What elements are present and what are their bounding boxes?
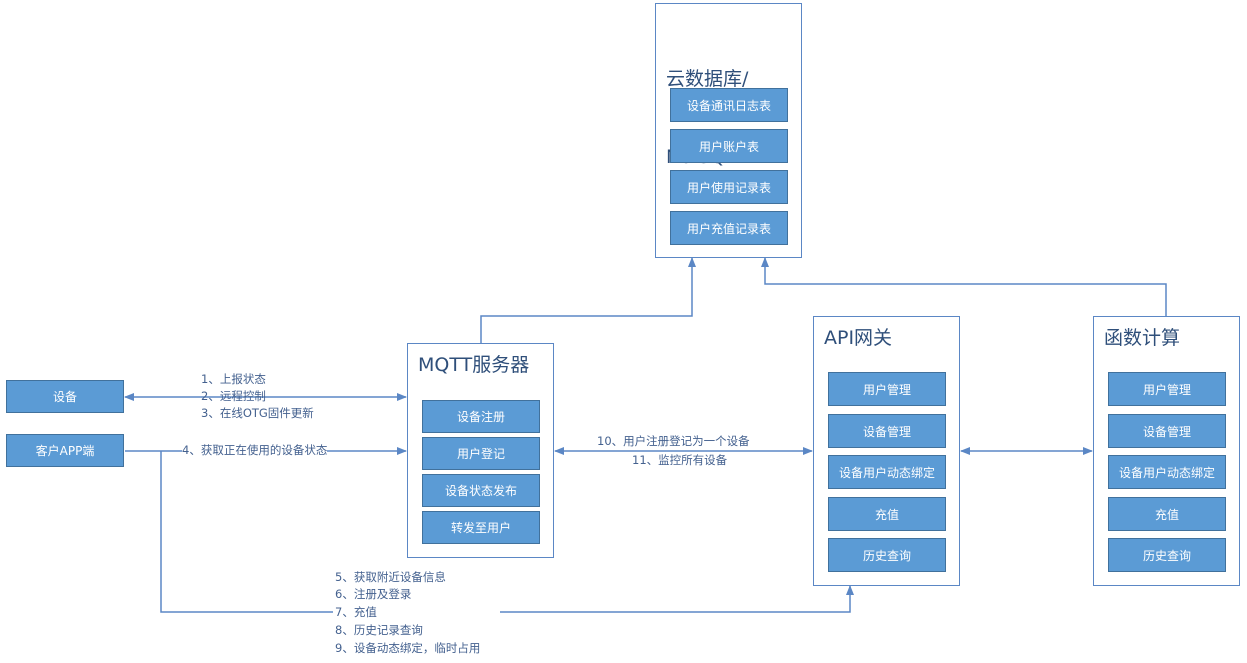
api-user-management[interactable]: 用户管理 — [828, 372, 946, 406]
function-compute-panel: 函数计算 用户管理 设备管理 设备用户动态绑定 充值 历史查询 — [1093, 316, 1240, 586]
label-monitor-devices: 11、监控所有设备 — [632, 453, 728, 467]
api-device-management[interactable]: 设备管理 — [828, 414, 946, 448]
mqtt-forward-to-user[interactable]: 转发至用户 — [422, 511, 540, 544]
label-report-status: 1、上报状态 — [201, 372, 266, 386]
mqtt-panel: MQTT服务器 设备注册 用户登记 设备状态发布 转发至用户 — [407, 343, 554, 558]
label-nearby-devices: 5、获取附近设备信息 — [335, 570, 446, 584]
db-table-usage-record[interactable]: 用户使用记录表 — [670, 170, 788, 204]
api-gateway-title: API网关 — [824, 327, 893, 349]
db-table-user-account[interactable]: 用户账户表 — [670, 129, 788, 163]
api-recharge[interactable]: 充值 — [828, 497, 946, 531]
label-remote-control: 2、远程控制 — [201, 389, 266, 403]
cloud-db-panel: 云数据库/ No SQL 设备通讯日志表 用户账户表 用户使用记录表 用户充值记… — [655, 3, 802, 258]
label-dynamic-binding: 9、设备动态绑定，临时占用 — [335, 641, 481, 655]
app-api-connector-tail — [500, 585, 854, 613]
function-db-connector — [761, 257, 1167, 316]
fc-device-management[interactable]: 设备管理 — [1108, 414, 1226, 448]
fc-device-user-binding[interactable]: 设备用户动态绑定 — [1108, 455, 1226, 489]
fc-user-management[interactable]: 用户管理 — [1108, 372, 1226, 406]
label-get-device-status: 4、获取正在使用的设备状态 — [182, 442, 328, 459]
mqtt-title: MQTT服务器 — [418, 354, 530, 376]
api-history-query[interactable]: 历史查询 — [828, 538, 946, 572]
label-recharge: 7、充值 — [335, 605, 377, 619]
client-app-box[interactable]: 客户APP端 — [6, 434, 124, 467]
app-api-connector — [160, 451, 333, 613]
label-ota-update: 3、在线OTG固件更新 — [201, 406, 314, 420]
fc-history-query[interactable]: 历史查询 — [1108, 538, 1226, 572]
api-gateway-panel: API网关 用户管理 设备管理 设备用户动态绑定 充值 历史查询 — [813, 316, 960, 586]
mqtt-device-status-publish[interactable]: 设备状态发布 — [422, 474, 540, 507]
db-table-recharge-record[interactable]: 用户充值记录表 — [670, 211, 788, 245]
api-device-user-binding[interactable]: 设备用户动态绑定 — [828, 455, 946, 489]
label-history-query: 8、历史记录查询 — [335, 623, 423, 637]
db-table-device-log[interactable]: 设备通讯日志表 — [670, 88, 788, 122]
mqtt-device-register[interactable]: 设备注册 — [422, 400, 540, 433]
label-register-login: 6、注册及登录 — [335, 587, 412, 601]
fc-recharge[interactable]: 充值 — [1108, 497, 1226, 531]
mqtt-db-connector — [480, 257, 696, 343]
mqtt-user-register[interactable]: 用户登记 — [422, 437, 540, 470]
device-box[interactable]: 设备 — [6, 380, 124, 413]
cloud-db-title-line1: 云数据库/ — [666, 68, 749, 90]
function-compute-title: 函数计算 — [1104, 327, 1181, 349]
label-user-register-as-device: 10、用户注册登记为一个设备 — [597, 434, 750, 448]
